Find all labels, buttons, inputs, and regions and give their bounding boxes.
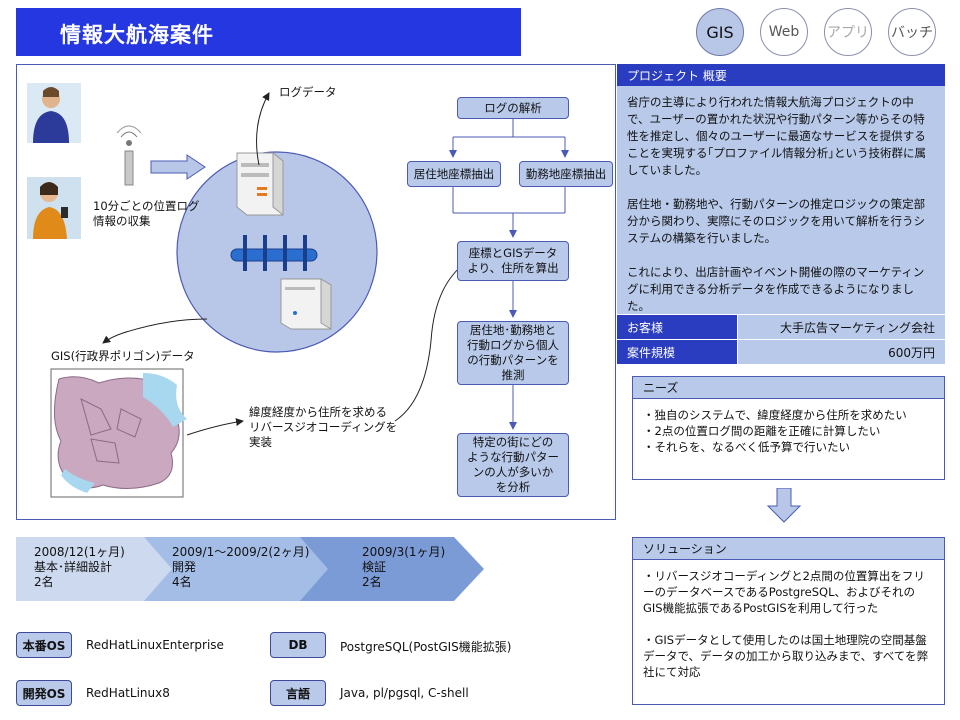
gis-map	[50, 368, 187, 498]
antenna-icon	[116, 125, 142, 186]
mobile-user-icon	[27, 177, 81, 239]
db-value: PostgreSQL(PostGIS機能拡張)	[340, 640, 512, 654]
category-web[interactable]: Web	[760, 8, 808, 56]
network-bus-icon	[230, 235, 318, 271]
timeline-phase-verification: 2009/3(1ヶ月) 検証 2名	[362, 545, 446, 589]
server-icon	[280, 278, 332, 330]
lang-value: Java, pl/pgsql, C-shell	[340, 686, 469, 700]
timeline-phase-design: 2008/12(1ヶ月) 基本･詳細設計 2名	[34, 545, 125, 589]
category-batch[interactable]: バッチ	[888, 8, 936, 56]
title-bar: 情報大航海案件	[16, 8, 521, 56]
project-overview-body: 省庁の主導により行われた情報大航海プロジェクトの中で、ユーザーの置かれた状況や行…	[617, 86, 945, 314]
client-row: お客様 大手広告マーケティング会社	[617, 315, 945, 339]
flow-home-coords: 居住地座標抽出	[407, 161, 501, 187]
dev-os-badge: 開発OS	[16, 680, 72, 706]
db-badge: DB	[270, 632, 326, 658]
solution-heading: ソリューション	[633, 538, 944, 560]
upload-arrow-icon	[150, 154, 206, 180]
gis-data-label: GIS(行政界ポリゴン)データ	[51, 349, 195, 363]
category-gis[interactable]: GIS	[696, 8, 744, 56]
page-title: 情報大航海案件	[60, 23, 214, 47]
server-icon	[236, 151, 284, 217]
flow-work-coords: 勤務地座標抽出	[519, 161, 613, 187]
category-app[interactable]: アプリ	[824, 8, 872, 56]
scale-row: 案件規模 600万円	[617, 340, 945, 364]
dev-os-value: RedHatLinux8	[86, 686, 170, 700]
needs-heading: ニーズ	[633, 377, 944, 399]
flow-pattern-infer: 居住地･勤務地と 行動ログから個人 の行動パターンを 推測	[457, 321, 569, 385]
project-timeline: 2008/12(1ヶ月) 基本･詳細設計 2名 2009/1～2009/2(2ヶ…	[16, 537, 486, 601]
prod-os-badge: 本番OS	[16, 632, 72, 658]
log-data-label: ログデータ	[279, 85, 337, 99]
timeline-phase-development: 2009/1～2009/2(2ヶ月) 開発 4名	[172, 545, 310, 589]
solution-panel: ソリューション ・リバースジオコーディングと2点間の位置算出をフリーのデータベー…	[632, 537, 945, 705]
position-log-label: 10分ごとの位置ログ 情報の収集	[93, 199, 200, 228]
system-diagram: ログデータ 10分ごとの位置ログ 情報の収集 GIS(行政界ポリゴン)データ 緯…	[16, 64, 616, 520]
reverse-geocoding-label: 緯度経度から住所を求める リバースジオコーディングを 実装	[249, 405, 398, 449]
flow-address-calc: 座標とGISデータ より、住所を算出	[457, 241, 569, 281]
needs-panel: ニーズ ・独自のシステムで、緯度経度から住所を求めたい ・2点の位置ログ間の距離…	[632, 376, 945, 480]
diagram-graphics	[27, 83, 569, 498]
project-overview-heading: プロジェクト 概要	[617, 64, 945, 86]
prod-os-value: RedHatLinuxEnterprise	[86, 638, 224, 652]
flow-log-analysis: ログの解析	[457, 97, 569, 119]
mobile-user-icon	[27, 83, 81, 143]
lang-badge: 言語	[270, 680, 326, 706]
down-arrow-icon	[766, 488, 802, 523]
flow-street-analysis: 特定の街にどの ような行動パター ンの人が多いか を分析	[457, 433, 569, 497]
